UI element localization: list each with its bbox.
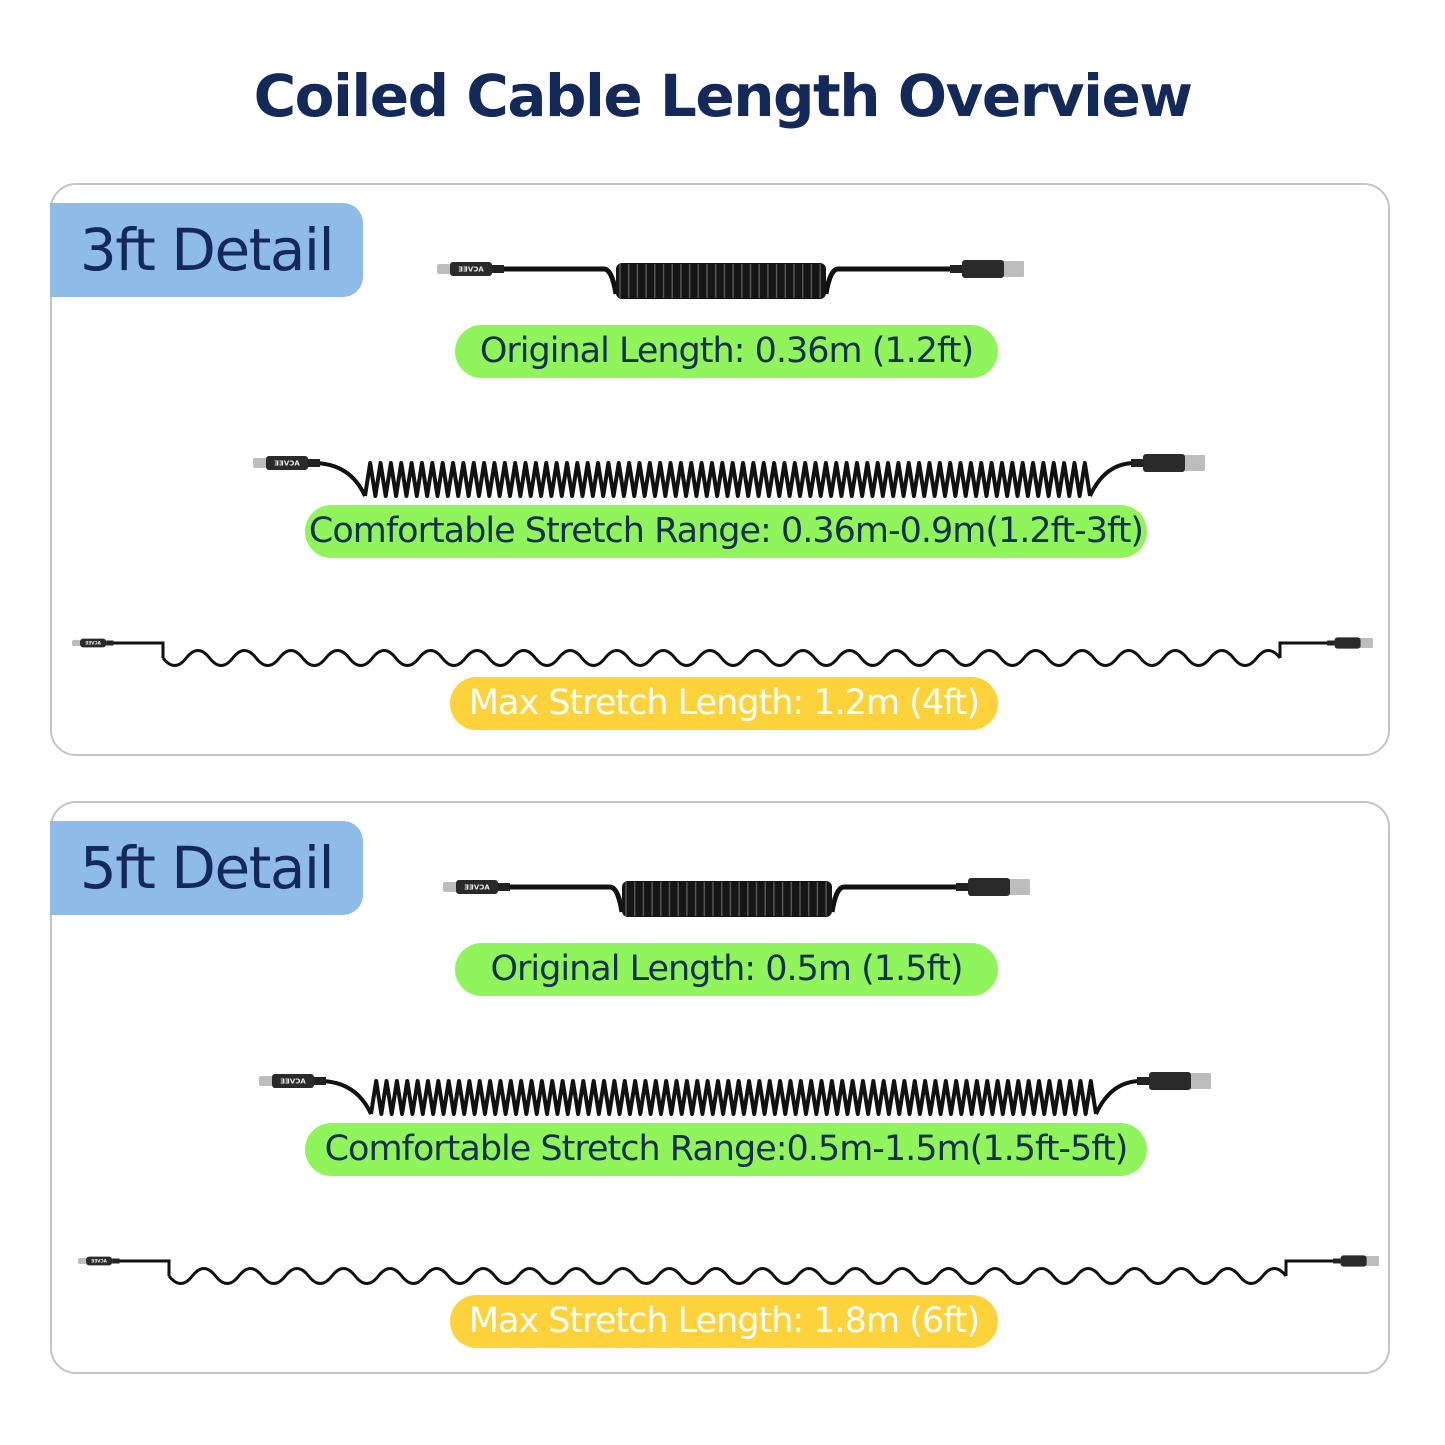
max-stretch-label-3ft: Max Stretch Length: 1.2m (4ft) xyxy=(450,677,998,730)
usb-c-connector xyxy=(272,1074,314,1088)
panel-3ft-detail: 3ft Detail xyxy=(50,183,1390,756)
usb-c-connector xyxy=(86,1256,113,1266)
original-length-label-3ft: Original Length: 0.36m (1.2ft) xyxy=(455,325,998,378)
cable-comfortable-stretch: ACVEE xyxy=(253,454,1205,498)
brand-logo-text: ACVEE xyxy=(274,460,300,468)
brand-logo-text: ACVEE xyxy=(280,1078,306,1086)
cable-max-stretch: ACVEE xyxy=(78,1255,1379,1285)
brand-logo-text: ACVEE xyxy=(91,1259,107,1265)
cable-original: ACVEE xyxy=(437,260,1024,299)
panel-tab-3ft: 3ft Detail xyxy=(50,203,363,297)
usb-a-connector xyxy=(962,260,1004,278)
cable-comfortable-stretch: ACVEE xyxy=(259,1072,1211,1116)
tight-coil xyxy=(616,263,826,299)
usb-c-connector xyxy=(456,880,498,894)
usb-a-connector xyxy=(1340,1255,1367,1267)
cable-original: ACVEE xyxy=(443,878,1030,917)
usb-a-connector xyxy=(1334,637,1361,649)
usb-a-connector xyxy=(968,878,1010,896)
usb-c-connector xyxy=(450,262,492,276)
page-title: Coiled Cable Length Overview xyxy=(253,62,1193,130)
brand-logo-text: ACVEE xyxy=(464,884,490,892)
panel-tab-5ft: 5ft Detail xyxy=(50,821,363,915)
comfortable-range-label-5ft: Comfortable Stretch Range:0.5m-1.5m(1.5f… xyxy=(305,1123,1147,1176)
usb-a-connector xyxy=(1149,1072,1191,1090)
usb-c-connector xyxy=(80,638,107,648)
original-length-label-5ft: Original Length: 0.5m (1.5ft) xyxy=(455,943,998,996)
usb-a-connector xyxy=(1143,454,1185,472)
panel-5ft-detail: 5ft Detail xyxy=(50,801,1390,1374)
comfortable-range-label-3ft: Comfortable Stretch Range: 0.36m-0.9m(1.… xyxy=(305,505,1147,558)
usb-c-connector xyxy=(266,456,308,470)
max-stretch-label-5ft: Max Stretch Length: 1.8m (6ft) xyxy=(450,1295,998,1348)
cable-max-stretch: ACVEE xyxy=(72,637,1373,667)
tight-coil xyxy=(622,881,832,917)
brand-logo-text: ACVEE xyxy=(85,641,101,647)
brand-logo-text: ACVEE xyxy=(458,266,484,274)
